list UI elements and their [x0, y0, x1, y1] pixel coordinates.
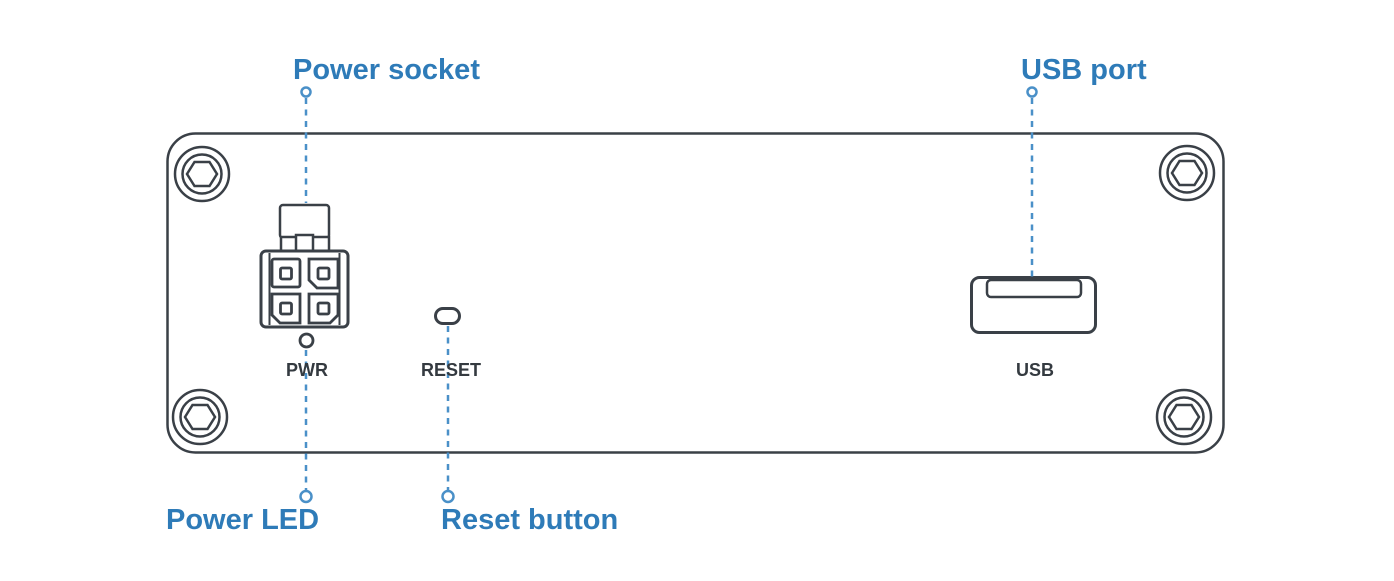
usb-port-connector	[970, 276, 1097, 334]
pin-bottom-right	[316, 301, 331, 316]
usb-port-marker-dot	[1026, 86, 1038, 98]
callout-endpoint-markers	[299, 86, 1038, 504]
pin-top-right	[316, 266, 331, 281]
power-socket-callout-label: Power socket	[293, 54, 480, 86]
pwr-silkscreen-label: PWR	[286, 360, 328, 380]
usb-port-tongue	[985, 278, 1083, 299]
reset-silkscreen-label: RESET	[420, 360, 481, 380]
device-faceplate-outline	[166, 132, 1225, 454]
power-led-callout-label: Power LED	[166, 504, 320, 536]
usb-silkscreen-label: USB	[1015, 360, 1054, 380]
usb-port-callout-label: USB port	[1021, 54, 1147, 86]
callout-leader-lines	[304, 98, 1034, 490]
power-socket-latch	[278, 203, 331, 240]
reset-button-callout-label: Reset button	[441, 504, 619, 536]
reset-button-marker-dot	[441, 489, 455, 504]
power-socket-connector	[259, 203, 350, 329]
power-led-marker-dot	[299, 489, 313, 504]
pin-top-left	[279, 266, 293, 281]
pin-bottom-left	[279, 301, 293, 316]
reset-pinhole	[434, 307, 461, 325]
power-socket-marker-dot	[300, 86, 312, 98]
power-led-icon	[298, 332, 315, 349]
power-socket-notch	[294, 233, 315, 253]
power-socket-body-inner-lines	[268, 253, 341, 325]
